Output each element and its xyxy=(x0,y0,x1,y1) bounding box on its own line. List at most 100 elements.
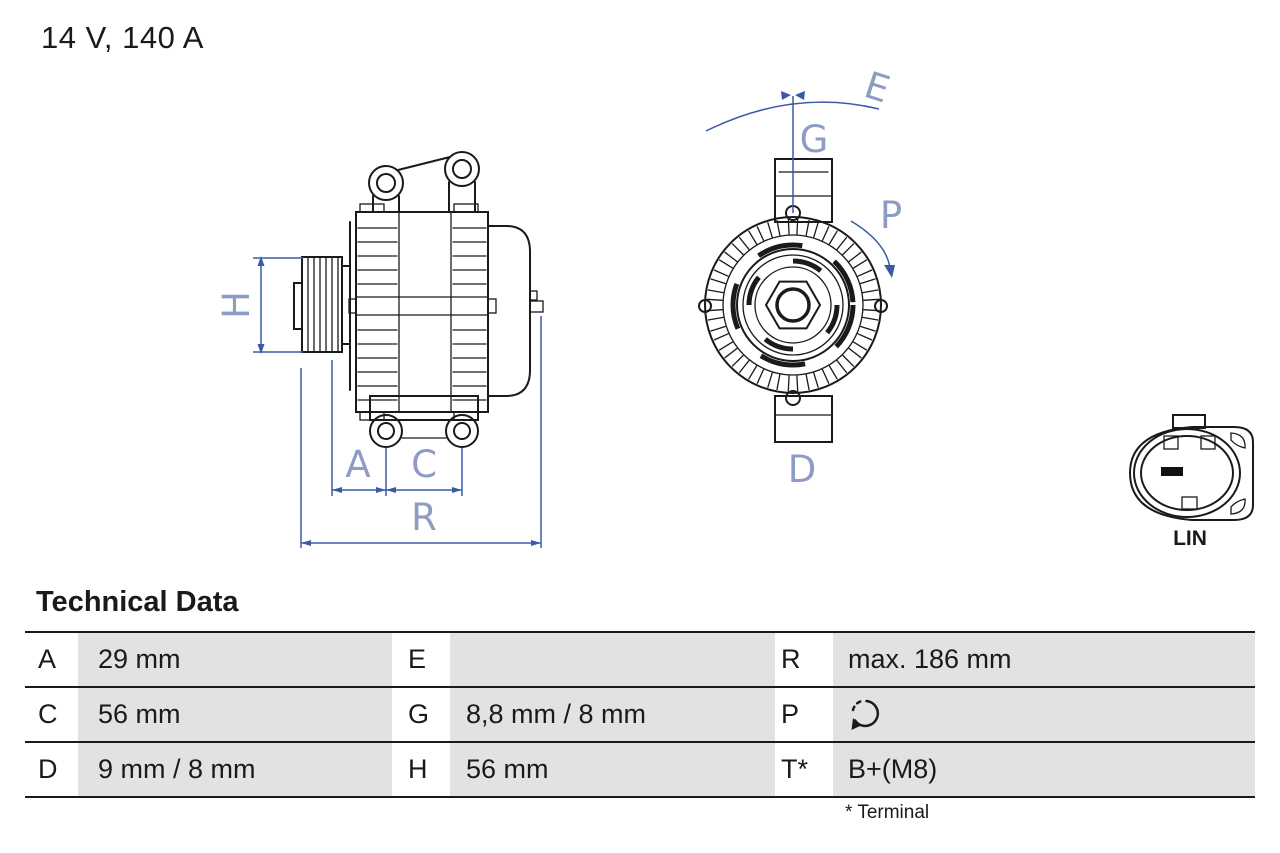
connector-oval-inner xyxy=(1140,435,1234,511)
dimension-r-lines xyxy=(300,316,542,548)
top-lug-hole xyxy=(376,173,396,193)
electrical-rating: 14 V, 140 A xyxy=(41,20,204,55)
ear-hole xyxy=(785,390,801,406)
ring xyxy=(736,248,850,362)
bottom-lug-eye xyxy=(369,414,403,448)
rotation-direction-arrow xyxy=(850,220,891,269)
dimension-label-p: P xyxy=(880,194,902,237)
dimension-label-r: R xyxy=(411,496,437,539)
pulley-grooves xyxy=(307,256,339,353)
stator-belt xyxy=(355,296,489,316)
fan-teeth xyxy=(706,218,880,392)
arrowhead xyxy=(884,265,895,278)
side-view-drawing: H A C R xyxy=(215,151,544,548)
table-row: A 29 mm E R max. 186 mm xyxy=(25,631,1255,686)
b-plus-stud xyxy=(529,290,538,301)
front-bottom-bracket xyxy=(774,395,833,443)
arrowhead xyxy=(531,540,541,546)
table-value: 56 mm xyxy=(78,688,392,741)
connector-key xyxy=(1200,435,1216,450)
table-key: R xyxy=(775,633,833,686)
dimension-h-lines xyxy=(253,257,303,353)
top-lug-eye xyxy=(444,151,480,187)
ear-hole xyxy=(874,299,888,313)
arrowhead xyxy=(257,344,265,354)
b-plus-stud xyxy=(529,300,544,313)
table-value: 29 mm xyxy=(78,633,392,686)
arrowhead xyxy=(257,256,265,266)
ring xyxy=(754,266,832,344)
shaft-nut-hex xyxy=(764,280,822,330)
flange xyxy=(453,203,479,213)
connector-label: LIN xyxy=(1173,527,1207,550)
connector-pin xyxy=(1161,467,1183,476)
front-view-drawing: E G P D xyxy=(698,63,902,491)
dimension-label-e: E xyxy=(859,63,895,111)
bottom-lug-eye xyxy=(445,414,479,448)
arrowhead xyxy=(376,487,386,493)
arrowhead xyxy=(781,91,791,100)
bottom-bracket xyxy=(369,395,479,421)
table-title: Technical Data xyxy=(36,586,239,618)
connector-corner xyxy=(1230,498,1246,515)
dimension-drawing: H A C R xyxy=(215,63,1254,550)
connector-key xyxy=(1163,435,1179,450)
table-key: G xyxy=(392,688,450,741)
drive-end-housing xyxy=(704,216,882,394)
table-value xyxy=(450,633,775,686)
dimension-label-g: G xyxy=(800,118,829,161)
bottom-lug-hole xyxy=(453,422,471,440)
arrowhead xyxy=(386,487,396,493)
table-value: 8,8 mm / 8 mm xyxy=(450,688,775,741)
cooling-fins-right xyxy=(452,227,487,401)
rotation-direction-icon xyxy=(851,699,880,730)
pulley-hub xyxy=(293,282,303,330)
ear-hole xyxy=(698,299,712,313)
inner-ring xyxy=(722,234,864,376)
dimension-ac-lines xyxy=(331,360,463,496)
rear-cover xyxy=(487,225,531,397)
connector-top-tab xyxy=(1172,414,1206,429)
bottom-lug-hole xyxy=(377,422,395,440)
top-lug-hole xyxy=(452,159,472,179)
table-row: D 9 mm / 8 mm H 56 mm T* B+(M8) xyxy=(25,741,1255,798)
dimension-e-arc xyxy=(705,101,880,132)
front-top-bracket xyxy=(774,158,833,223)
arrowhead xyxy=(795,91,805,100)
table-value: 9 mm / 8 mm xyxy=(78,743,392,796)
dimension-label-a: A xyxy=(345,443,370,486)
table-value: 56 mm xyxy=(450,743,775,796)
arrowhead xyxy=(332,487,342,493)
arrowhead xyxy=(452,487,462,493)
top-lug-arms xyxy=(372,156,476,213)
connector-key xyxy=(1181,496,1198,510)
through-bolt xyxy=(487,298,497,314)
dimension-label-d: D xyxy=(788,448,817,491)
stator-band-edges xyxy=(398,211,452,413)
fan-blades-inner xyxy=(746,258,840,352)
ring xyxy=(742,254,844,356)
dimension-label-c: C xyxy=(411,443,437,486)
front-top-bracket-lines xyxy=(774,171,833,197)
dimension-label-h: H xyxy=(215,291,258,319)
table-key: P xyxy=(775,688,833,741)
top-lug-eye xyxy=(368,165,404,201)
arrowhead xyxy=(301,540,311,546)
lin-connector-drawing: LIN xyxy=(1128,414,1254,550)
table-value: max. 186 mm xyxy=(833,633,1255,686)
connector-oval-outer xyxy=(1133,428,1241,518)
connector-outline xyxy=(1128,426,1254,521)
table-key: H xyxy=(392,743,450,796)
table-value xyxy=(833,688,1255,741)
connector-corner xyxy=(1230,432,1246,449)
table-key: D xyxy=(25,743,78,796)
cooling-fins-left xyxy=(357,227,398,401)
table-value: B+(M8) xyxy=(833,743,1255,796)
shaft-center xyxy=(775,287,811,323)
table-key: T* xyxy=(775,743,833,796)
fan-blades-outer xyxy=(730,242,856,368)
technical-data-table: A 29 mm E R max. 186 mm C 56 mm G 8,8 mm… xyxy=(25,631,1255,798)
terminal-footnote: * Terminal xyxy=(845,802,930,823)
table-key: E xyxy=(392,633,450,686)
